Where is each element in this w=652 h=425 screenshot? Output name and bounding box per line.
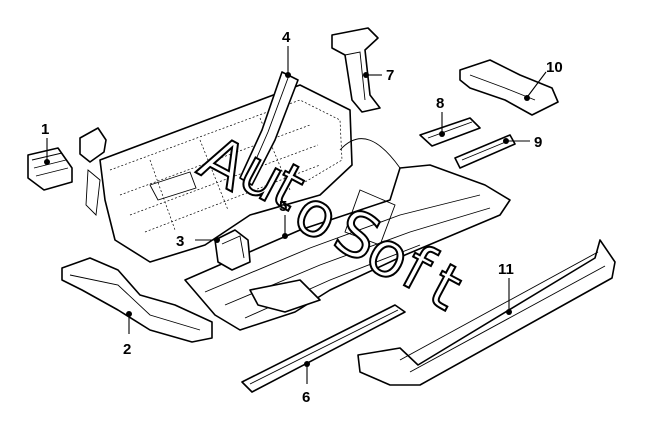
callout-7: 7: [386, 67, 394, 84]
callout-5: 5: [279, 198, 287, 215]
part-1-bracket: [27, 127, 107, 191]
leader-lines: [44, 46, 547, 384]
part-5-panel: [249, 279, 321, 313]
callout-2: 2: [123, 341, 131, 358]
callout-numbers: 1 2 3 4 5 6 7 8 9 10 11: [41, 29, 563, 406]
part-8-bracket: [419, 117, 481, 147]
part-10-support: [459, 59, 559, 116]
watermark: A u t o S o f t: [187, 120, 475, 326]
callout-8: 8: [436, 95, 444, 112]
part-7-riser: [331, 27, 381, 113]
part-3-bracket: [214, 229, 251, 271]
rear-floor-pan: [85, 84, 353, 263]
callout-9: 9: [534, 134, 542, 151]
part-2-reinforcement: [61, 257, 213, 343]
callout-4: 4: [282, 29, 291, 46]
callout-6: 6: [302, 389, 310, 406]
part-4-strut: [239, 71, 299, 186]
part-6-inner-sill: [241, 304, 406, 393]
callout-11: 11: [498, 261, 514, 278]
callout-10: 10: [546, 59, 563, 76]
part-11-outer-sill: [357, 239, 616, 386]
callout-3: 3: [176, 233, 184, 250]
part-9-crossmember: [454, 134, 516, 169]
callout-1: 1: [41, 121, 49, 138]
